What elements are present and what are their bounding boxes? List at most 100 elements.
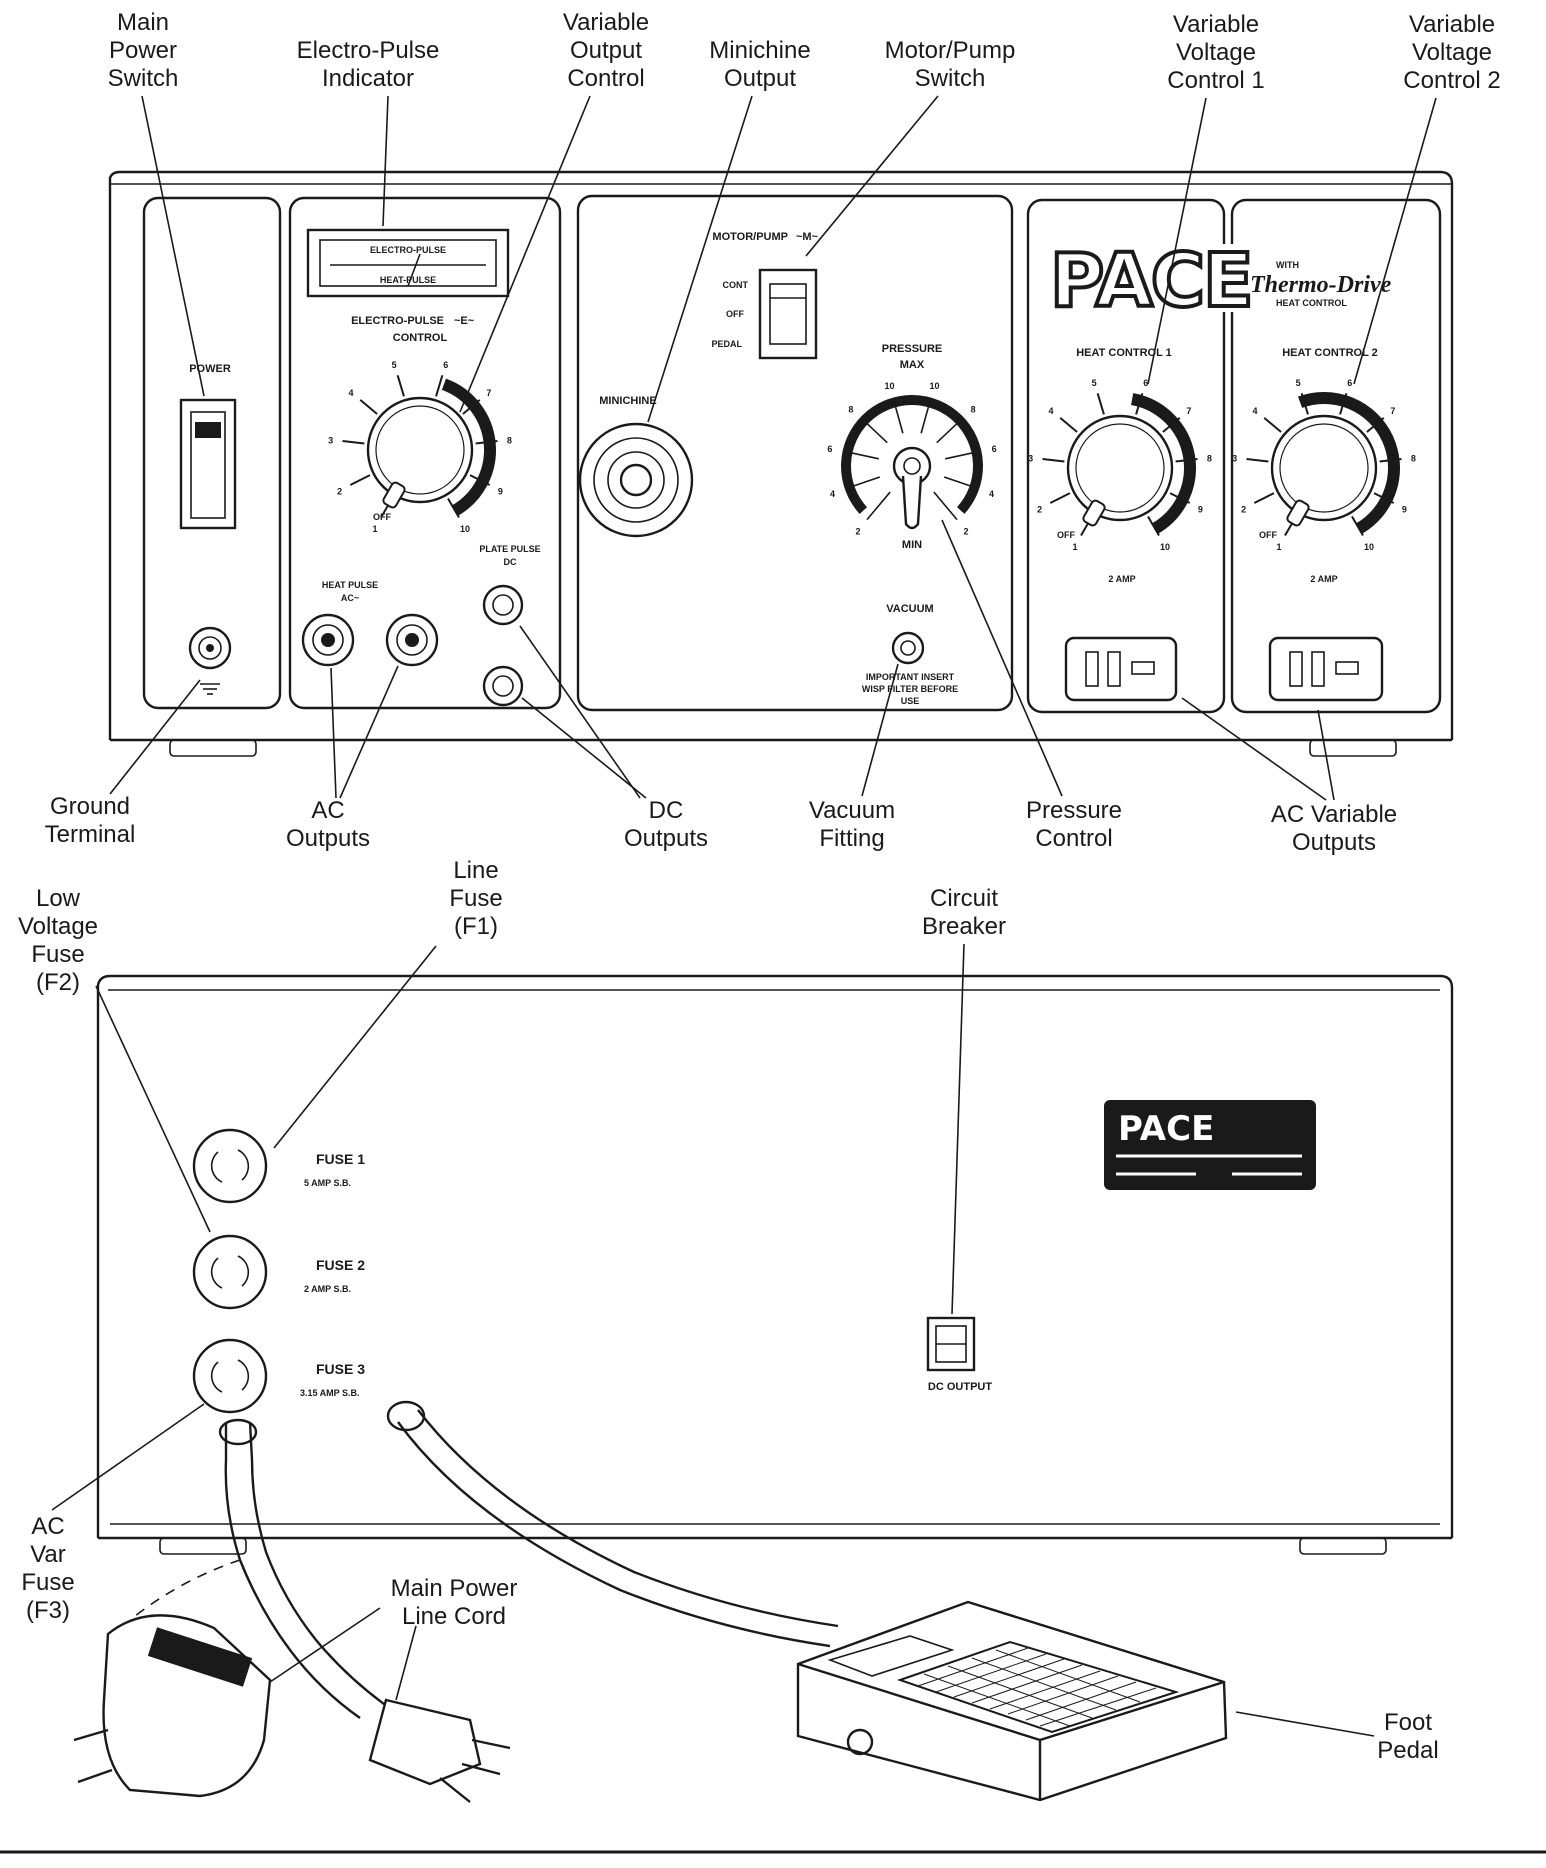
thermo-drive-logo: Thermo-Drive xyxy=(1250,272,1392,298)
fuse-holder-3[interactable] xyxy=(192,1338,268,1414)
dial-tick xyxy=(866,491,891,521)
callout-text: Main Power xyxy=(391,1575,518,1602)
callout-text: Circuit xyxy=(930,885,998,912)
dial-number: 6 xyxy=(992,444,997,454)
heat-control-2-label: HEAT CONTROL 2 xyxy=(1282,347,1378,359)
callout-text: Fitting xyxy=(819,825,884,852)
dial-tick xyxy=(933,491,958,521)
ground-terminal-inner xyxy=(198,636,222,660)
front-leader-lines xyxy=(109,95,1437,801)
callout-text: Control 1 xyxy=(1167,67,1264,94)
dial-arc-band xyxy=(441,378,496,516)
vacuum-note-line: WISP FILTER BEFORE xyxy=(862,684,958,694)
power-switch-indicator xyxy=(195,422,221,438)
electro-pulse-control-label: CONTROL xyxy=(393,332,448,344)
jack-inner xyxy=(492,675,514,697)
dial-tick xyxy=(342,439,365,445)
dial-tick xyxy=(475,439,498,445)
callout-text: Minichine xyxy=(709,37,810,64)
power-section xyxy=(142,196,282,710)
callout-pressure-control: Pressure Control xyxy=(1026,797,1122,852)
dial-number: 4 xyxy=(349,388,354,398)
rear-left-foot xyxy=(159,1537,247,1555)
front-right-foot xyxy=(1309,739,1397,757)
dial-number: 8 xyxy=(848,404,853,414)
fuse-holder-2[interactable] xyxy=(192,1234,268,1310)
dial-number: 6 xyxy=(443,360,448,370)
dial-number: 10 xyxy=(884,381,894,391)
electro-pulse-title: ELECTRO-PULSE xyxy=(351,315,444,327)
dial-tick xyxy=(1366,417,1385,433)
dial-tick xyxy=(447,497,460,519)
minichine-output-connector[interactable] xyxy=(578,422,694,538)
dial-knob-rim xyxy=(1279,423,1369,513)
dial-pointer xyxy=(1082,499,1106,527)
callout-electro-pulse-indicator: Electro-Pulse Indicator xyxy=(297,37,440,92)
fuse-2-rating: 2 AMP S.B. xyxy=(304,1284,351,1294)
circuit-breaker-switch[interactable] xyxy=(926,1316,976,1372)
callout-text: Line xyxy=(453,857,498,884)
strain-relief xyxy=(218,1418,258,1446)
dial-tick xyxy=(1049,492,1071,504)
outlet-plate xyxy=(1064,636,1178,702)
dial-tick xyxy=(1169,492,1191,504)
electro-pulse-suffix: ~E~ xyxy=(454,315,475,327)
callout-text: Fuse xyxy=(21,1569,74,1596)
switch-position-off: OFF xyxy=(726,309,744,319)
power-switch-bezel xyxy=(179,398,237,530)
motor-pump-switch[interactable] xyxy=(758,268,818,360)
dial-number: 2 xyxy=(963,526,968,536)
main-power-switch[interactable] xyxy=(179,398,237,530)
callout-text: Switch xyxy=(915,65,986,92)
callout-text: Electro-Pulse xyxy=(297,37,440,64)
ac-variable-outlet-2[interactable] xyxy=(1268,636,1384,702)
ac-output-jack-1[interactable] xyxy=(301,613,355,667)
dial-number: 4 xyxy=(1049,406,1054,416)
plate-pulse-label: PLATE PULSE xyxy=(479,544,540,554)
ground-terminal-outer xyxy=(188,626,232,670)
power-cord-right-edge xyxy=(248,1421,385,1705)
callout-text: Line Cord xyxy=(402,1603,506,1630)
connector-ring xyxy=(593,437,679,523)
front-panel-outline xyxy=(108,170,1454,740)
dial-number: 4 xyxy=(830,489,835,499)
callout-foot-pedal: Foot Pedal xyxy=(1377,1709,1438,1764)
heat-pulse-label: HEAT PULSE xyxy=(322,580,378,590)
front-left-foot xyxy=(169,739,257,757)
callout-variable-voltage-control-1: Variable Voltage Control 1 xyxy=(1167,11,1264,94)
amp-rating-2: 2 AMP xyxy=(1310,574,1337,584)
dc-output-jack-1[interactable] xyxy=(482,584,524,626)
dial-number: 10 xyxy=(1364,542,1374,552)
vacuum-note-line: IMPORTANT INSERT xyxy=(866,672,955,682)
foot-pedal[interactable] xyxy=(796,1600,1228,1802)
dial-tick xyxy=(1351,515,1364,537)
motor-pump-suffix: ~M~ xyxy=(796,231,819,243)
dial-tick xyxy=(1162,417,1181,433)
fuse-1-rating: 5 AMP S.B. xyxy=(304,1178,351,1188)
jack-inner xyxy=(492,594,514,616)
vacuum-fitting[interactable] xyxy=(891,631,925,665)
meter-needle xyxy=(407,253,421,287)
callout-text: (F3) xyxy=(26,1597,70,1624)
dial-tick xyxy=(1263,417,1282,433)
vacuum-label: VACUUM xyxy=(886,603,933,615)
callout-text: Voltage xyxy=(18,913,98,940)
pedal-cord-strain-relief xyxy=(386,1400,426,1432)
dial-number: 2 xyxy=(855,526,860,536)
breaker-bezel xyxy=(926,1316,976,1372)
dial-tick xyxy=(945,450,981,460)
plate-pulse-dc-label: DC xyxy=(504,557,517,567)
dc-output-jack-2[interactable] xyxy=(482,665,524,707)
fuse-holder-1[interactable] xyxy=(192,1128,268,1204)
ac-variable-outlet-1[interactable] xyxy=(1064,636,1178,702)
ground-terminal[interactable] xyxy=(188,626,232,670)
callout-text: Control 2 xyxy=(1403,67,1500,94)
connector-outer xyxy=(578,422,694,538)
fuse-holder-outer xyxy=(192,1128,268,1204)
ac-output-jack-2[interactable] xyxy=(385,613,439,667)
